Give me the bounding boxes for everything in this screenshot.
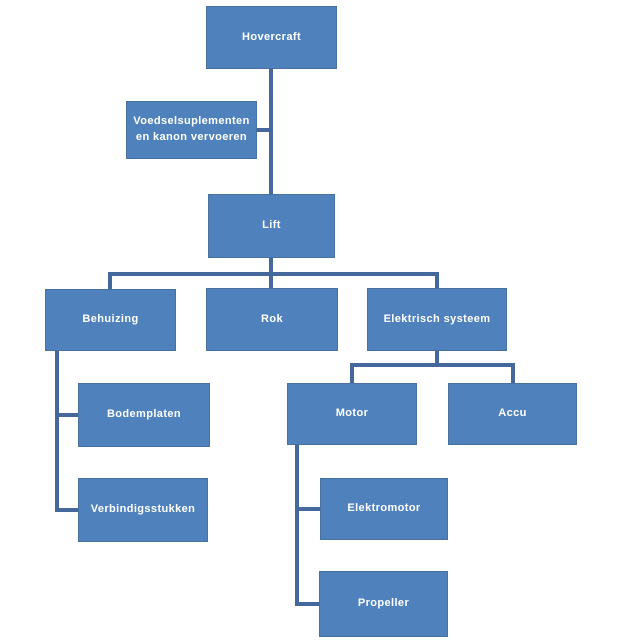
connector-propeller-elbow — [295, 602, 319, 606]
connector-hovercraft-lift — [269, 69, 273, 194]
node-hovercraft: Hovercraft — [206, 6, 337, 69]
node-voedselsuplementen: Voedselsuplementen en kanon vervoeren — [126, 101, 257, 159]
connector-row1-elektrisch-stub — [435, 272, 439, 288]
connector-bodemplaten-elbow — [55, 413, 78, 417]
node-lift: Lift — [208, 194, 335, 258]
connector-voedsel-attach — [257, 128, 271, 132]
connector-elektromotor-elbow — [295, 507, 320, 511]
node-verbindigsstukken: Verbindigsstukken — [78, 478, 208, 542]
connector-row1-behuizing-stub — [108, 272, 112, 289]
node-rok: Rok — [206, 288, 338, 351]
node-accu: Accu — [448, 383, 577, 445]
connector-motor-hanging-line — [295, 445, 299, 606]
node-behuizing: Behuizing — [45, 289, 176, 351]
node-elektromotor: Elektromotor — [320, 478, 448, 540]
connector-row2-horizontal — [350, 363, 515, 367]
connector-elektrisch-down — [435, 351, 439, 365]
connector-row2-accu-stub — [511, 363, 515, 383]
node-bodemplaten: Bodemplaten — [78, 383, 210, 447]
connector-behuizing-hanging-line — [55, 351, 59, 512]
connector-verbindigsstukken-elbow — [55, 508, 78, 512]
node-motor: Motor — [287, 383, 417, 445]
connector-row1-horizontal — [108, 272, 439, 276]
connector-row2-motor-stub — [350, 363, 354, 383]
node-propeller: Propeller — [319, 571, 448, 637]
node-elektrisch-systeem: Elektrisch systeem — [367, 288, 507, 351]
